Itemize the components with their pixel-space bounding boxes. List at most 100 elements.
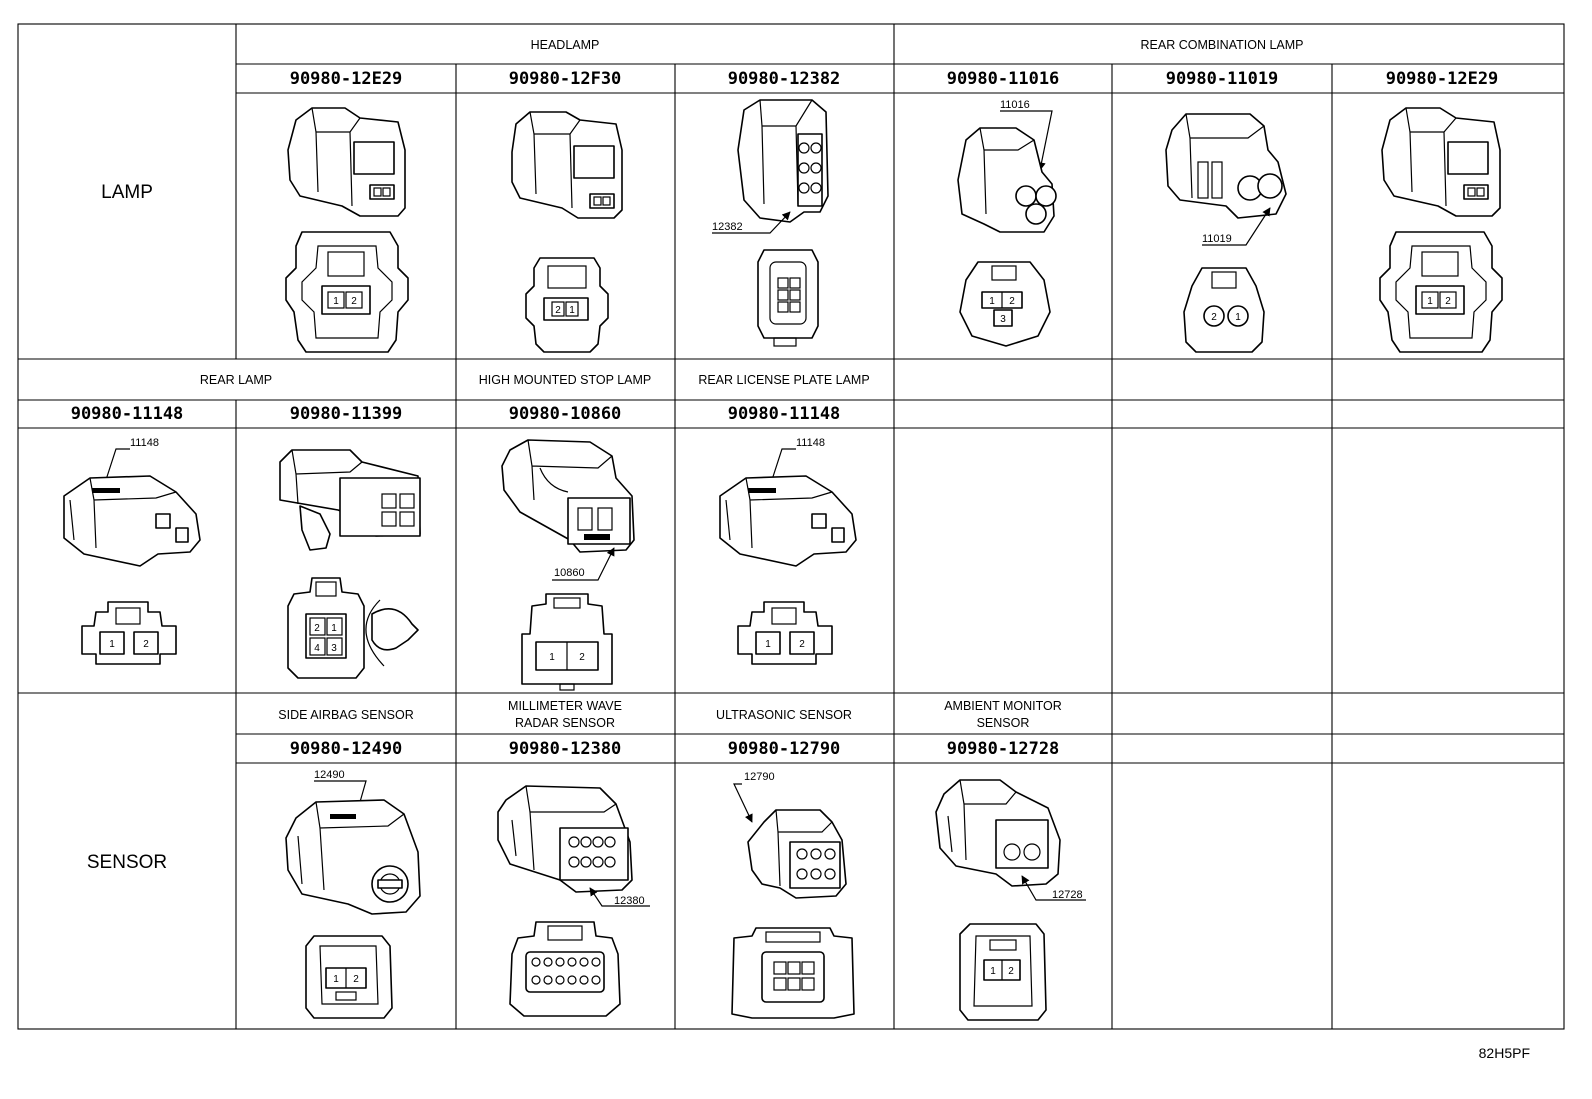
group-ultrasonic-sensor: ULTRASONIC SENSOR bbox=[716, 708, 852, 722]
group-headlamp: HEADLAMP bbox=[531, 38, 600, 52]
pin-number: 2 bbox=[314, 623, 320, 634]
pin-number: 1 bbox=[1235, 312, 1241, 323]
terminal-face-icon: 1 2 bbox=[737, 601, 833, 665]
callout-label: 11019 bbox=[1202, 233, 1232, 245]
connector-illustration-icon bbox=[285, 799, 421, 915]
terminal-face-icon: 2 1 bbox=[1183, 267, 1265, 353]
pin-number: 2 bbox=[143, 639, 149, 650]
connector-illustration-icon bbox=[737, 99, 829, 223]
part-number: 90980-12382 bbox=[728, 69, 841, 89]
leader-arrow-icon bbox=[1021, 875, 1086, 901]
pin-number: 1 bbox=[109, 639, 115, 650]
part-number: 90980-12790 bbox=[728, 739, 841, 759]
connector-illustration-icon bbox=[719, 475, 857, 567]
pin-number: 1 bbox=[990, 966, 996, 977]
leader-arrow-icon bbox=[768, 448, 796, 487]
group-side-airbag-sensor: SIDE AIRBAG SENSOR bbox=[278, 708, 413, 722]
terminal-face-icon: 1 2 bbox=[285, 231, 409, 353]
part-number: 90980-11148 bbox=[71, 404, 184, 424]
terminal-face-icon bbox=[757, 249, 819, 347]
connector-illustration-icon bbox=[957, 127, 1057, 233]
pin-number: 1 bbox=[569, 305, 575, 316]
callout-label: 11016 bbox=[1000, 99, 1030, 111]
part-number: 90980-11019 bbox=[1166, 69, 1279, 89]
callout-label: 10860 bbox=[554, 567, 585, 579]
leader-arrow-icon bbox=[102, 448, 130, 487]
terminal-face-icon: 1 2 3 bbox=[959, 261, 1051, 347]
group-ambient-monitor-line2: SENSOR bbox=[977, 716, 1030, 730]
terminal-face-icon: 2 1 4 3 bbox=[287, 577, 419, 679]
connector-illustration-icon bbox=[935, 779, 1061, 887]
pin-number: 2 bbox=[555, 305, 561, 316]
terminal-face-icon: 1 2 bbox=[1379, 231, 1503, 353]
leader-arrow-icon bbox=[552, 547, 615, 581]
pin-number: 1 bbox=[989, 296, 995, 307]
callout-label: 12790 bbox=[744, 771, 775, 783]
pin-number: 2 bbox=[1211, 312, 1217, 323]
part-number: 90980-12E29 bbox=[1386, 69, 1499, 89]
part-number: 90980-12F30 bbox=[509, 69, 622, 89]
connector-illustration-icon bbox=[63, 475, 201, 567]
part-number: 90980-10860 bbox=[509, 404, 622, 424]
pin-number: 1 bbox=[549, 652, 555, 663]
pin-number: 1 bbox=[331, 623, 337, 634]
drawing-code: 82H5PF bbox=[1479, 1045, 1530, 1061]
group-rear-lamp: REAR LAMP bbox=[200, 373, 272, 387]
callout-label: 11148 bbox=[130, 437, 159, 449]
leader-arrow-icon bbox=[733, 783, 753, 823]
leader-arrow-icon bbox=[712, 211, 791, 234]
terminal-face-icon bbox=[731, 927, 855, 1019]
group-rear-combination-lamp: REAR COMBINATION LAMP bbox=[1141, 38, 1304, 52]
pin-number: 3 bbox=[1000, 314, 1006, 325]
group-millimeter-wave-line1: MILLIMETER WAVE bbox=[508, 699, 622, 713]
leader-arrow-icon bbox=[589, 887, 650, 907]
connector-illustration-icon bbox=[501, 439, 635, 553]
connector-illustration-icon bbox=[1165, 113, 1287, 219]
pin-number: 2 bbox=[1445, 296, 1451, 307]
group-rear-license-plate-lamp: REAR LICENSE PLATE LAMP bbox=[698, 373, 869, 387]
callout-label: 12728 bbox=[1052, 889, 1083, 901]
pin-number: 1 bbox=[765, 639, 771, 650]
connector-illustration-icon bbox=[287, 107, 406, 217]
connector-illustration-icon bbox=[497, 785, 633, 893]
terminal-face-icon: 1 2 bbox=[521, 593, 613, 691]
callout-label: 12382 bbox=[712, 221, 743, 233]
pin-number: 2 bbox=[1008, 966, 1014, 977]
part-number: 90980-12E29 bbox=[290, 69, 403, 89]
table-grid bbox=[17, 23, 1565, 1030]
group-ambient-monitor-line1: AMBIENT MONITOR bbox=[944, 699, 1062, 713]
pin-number: 2 bbox=[799, 639, 805, 650]
connector-illustration-icon bbox=[747, 809, 847, 899]
part-number: 90980-11399 bbox=[290, 404, 403, 424]
terminal-face-icon: 2 1 bbox=[525, 257, 609, 353]
pin-number: 1 bbox=[1427, 296, 1433, 307]
pin-number: 3 bbox=[331, 643, 337, 654]
leader-arrow-icon bbox=[1202, 207, 1271, 246]
category-label-sensor: SENSOR bbox=[87, 852, 167, 873]
pin-number: 2 bbox=[353, 974, 359, 985]
pin-number: 2 bbox=[1009, 296, 1015, 307]
group-high-mounted-stop-lamp: HIGH MOUNTED STOP LAMP bbox=[479, 373, 651, 387]
pin-number: 1 bbox=[333, 974, 339, 985]
pin-number: 2 bbox=[579, 652, 585, 663]
terminal-face-icon: 1 2 bbox=[81, 601, 177, 665]
connector-illustration-icon bbox=[279, 449, 421, 551]
terminal-face-icon bbox=[509, 921, 621, 1017]
group-millimeter-wave-line2: RADAR SENSOR bbox=[515, 716, 615, 730]
part-number: 90980-12728 bbox=[947, 739, 1060, 759]
part-number: 90980-12490 bbox=[290, 739, 403, 759]
callout-label: 12380 bbox=[614, 895, 645, 907]
callout-label: 12490 bbox=[314, 769, 345, 781]
connector-illustration-icon bbox=[511, 111, 623, 219]
part-number: 90980-11148 bbox=[728, 404, 841, 424]
callout-label: 11148 bbox=[796, 437, 825, 449]
pin-number: 1 bbox=[333, 296, 339, 307]
pin-number: 2 bbox=[351, 296, 357, 307]
category-label-lamp: LAMP bbox=[101, 182, 153, 203]
leader-arrow-icon bbox=[1000, 110, 1053, 171]
terminal-face-icon: 1 2 bbox=[305, 935, 393, 1019]
part-number: 90980-12380 bbox=[509, 739, 622, 759]
part-number: 90980-11016 bbox=[947, 69, 1060, 89]
terminal-face-icon: 1 2 bbox=[959, 923, 1047, 1021]
